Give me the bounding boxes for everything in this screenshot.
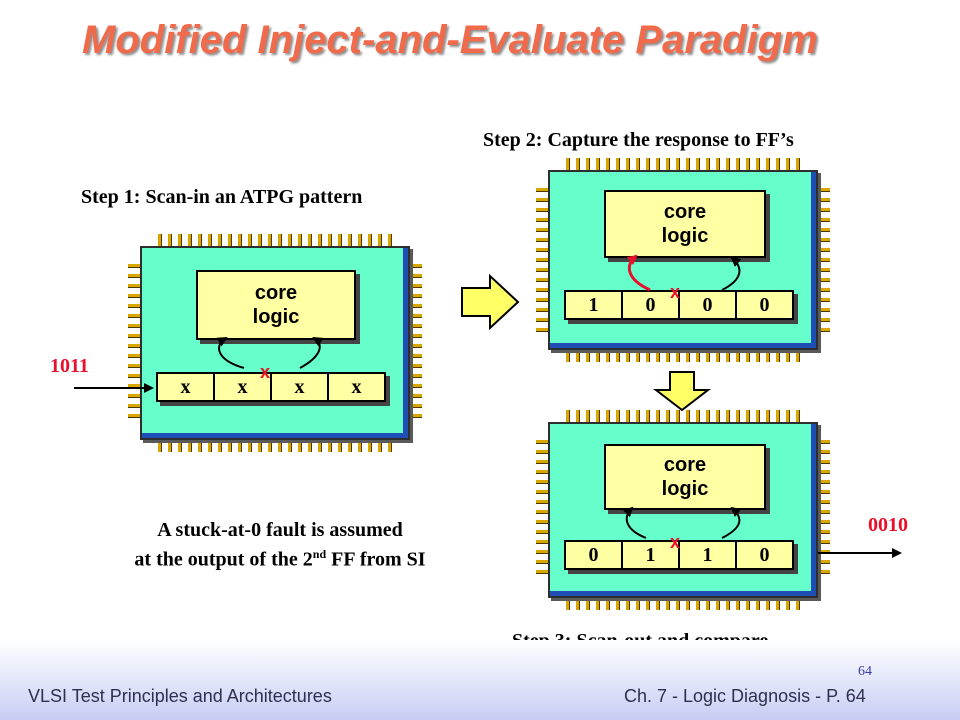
scan-cell: 0 bbox=[566, 542, 623, 568]
scan-cell: 1 bbox=[680, 542, 737, 568]
scan-cell: 0 bbox=[623, 292, 680, 318]
fault-marker: x bbox=[670, 532, 681, 552]
chip-pins-left bbox=[536, 440, 548, 580]
scan-cell: 1 bbox=[623, 542, 680, 568]
slide-title: Modified Inject-and-Evaluate Paradigm bbox=[82, 18, 818, 62]
step1-label: Step 1: Scan-in an ATPG pattern bbox=[81, 186, 363, 208]
loop-arrow-faulty bbox=[626, 254, 651, 292]
chip-pins-bottom bbox=[158, 440, 392, 452]
loop-arrow-to-core bbox=[622, 506, 647, 539]
scan-chain: x x x x bbox=[156, 372, 386, 402]
core-logic-block: core logic bbox=[196, 270, 356, 340]
core-logic-block: core logic bbox=[604, 444, 766, 510]
scan-out-pattern: 0010 bbox=[868, 514, 908, 536]
big-arrow-right bbox=[461, 273, 520, 331]
chip-step3: core logic 0 1 1 0 x bbox=[536, 410, 830, 610]
core-logic-block: core logic bbox=[604, 190, 766, 258]
step2-label: Step 2: Capture the response to FF’s bbox=[483, 129, 794, 151]
page-number: 64 bbox=[858, 664, 872, 679]
footer-chapter: Ch. 7 - Logic Diagnosis - P. 64 bbox=[624, 686, 866, 706]
chip-pins-top bbox=[566, 410, 800, 422]
chip-pins-left bbox=[128, 264, 140, 422]
loop-arrow-to-ff bbox=[721, 506, 742, 539]
loop-arrow-to-ff bbox=[299, 336, 324, 369]
chip-step1: core logic x x x x x bbox=[128, 234, 422, 452]
loop-arrow-to-ff bbox=[721, 256, 742, 291]
chip-pins-right bbox=[818, 440, 830, 580]
chip-pins-left bbox=[536, 188, 548, 332]
fault-note: A stuck-at-0 fault is assumed at the out… bbox=[70, 518, 490, 572]
chip-pins-right bbox=[410, 264, 422, 422]
scan-cell: 0 bbox=[759, 293, 770, 316]
scan-chain: 0 1 1 0 bbox=[564, 540, 794, 570]
footer-bar bbox=[0, 640, 960, 720]
scan-cell: 0 bbox=[680, 292, 737, 318]
chip-pins-bottom bbox=[566, 598, 800, 610]
chip-pins-top bbox=[158, 234, 392, 246]
loop-arrow-to-core bbox=[216, 336, 245, 369]
scan-cell: x bbox=[351, 375, 362, 398]
chip-pins-top bbox=[566, 158, 800, 170]
footer-course: VLSI Test Principles and Architectures bbox=[28, 686, 332, 706]
fault-marker: x bbox=[670, 282, 681, 302]
fault-note-line1: A stuck-at-0 fault is assumed bbox=[157, 519, 403, 541]
scan-cell: x bbox=[215, 374, 272, 400]
chip-step2: core logic 1 0 0 0 x bbox=[536, 158, 830, 362]
fault-marker: x bbox=[260, 362, 271, 382]
scan-cell: 1 bbox=[566, 292, 623, 318]
scan-chain: 1 0 0 0 bbox=[564, 290, 794, 320]
scan-in-pattern: 1011 bbox=[50, 355, 89, 377]
chip-pins-bottom bbox=[566, 350, 800, 362]
scan-cell: x bbox=[272, 374, 329, 400]
scan-cell: x bbox=[158, 374, 215, 400]
fault-note-line2: at the output of the 2nd FF from SI bbox=[134, 547, 426, 571]
big-arrow-down bbox=[653, 371, 711, 412]
chip-pins-right bbox=[818, 188, 830, 332]
scan-cell: 0 bbox=[759, 543, 770, 566]
